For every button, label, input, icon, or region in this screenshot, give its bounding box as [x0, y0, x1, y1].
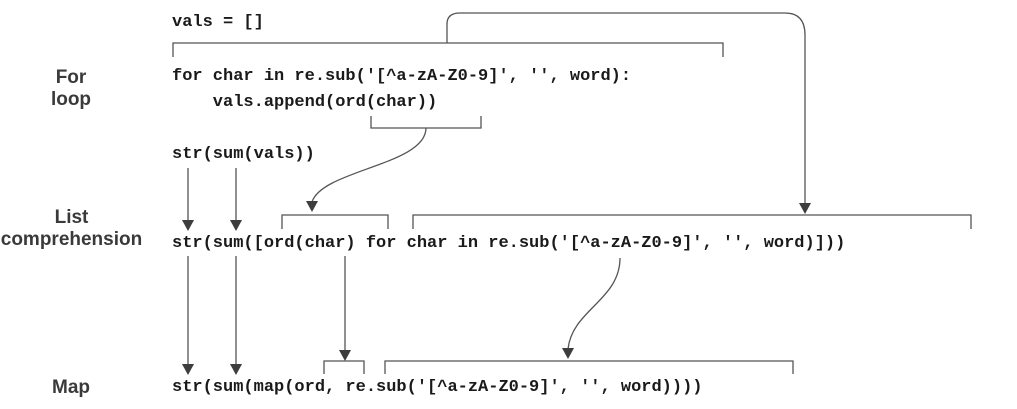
- code-for-body: vals.append(ord(char)): [172, 93, 438, 112]
- code-for-header: for char in re.sub('[^a-zA-Z0-9]', '', w…: [172, 67, 632, 86]
- code-map: str(sum(map(ord, re.sub('[^a-zA-Z0-9]', …: [172, 378, 703, 397]
- code-for-result: str(sum(vals)): [172, 145, 315, 164]
- bracket-for-iterable: [172, 42, 724, 57]
- row-label-for-loop-line2: loop: [50, 89, 92, 110]
- arrowhead-iterable: [799, 203, 811, 214]
- connector-iterable-to-map: [567, 257, 621, 350]
- row-label-list-comprehension-line1: List: [54, 207, 89, 228]
- arrowhead-sum-bottom: [230, 364, 242, 375]
- row-label-map: Map: [52, 377, 90, 398]
- bracket-ord-map: [323, 360, 365, 374]
- connector-iterable: [446, 12, 806, 204]
- arrowhead-str-top: [182, 220, 194, 231]
- arrowhead-ord-char: [306, 201, 318, 212]
- row-label-list-comprehension: List comprehension: [0, 207, 143, 251]
- bracket-ord-char-for: [370, 116, 482, 129]
- bracket-ord-char-lc: [281, 214, 389, 229]
- arrowhead-sum-top: [230, 220, 242, 231]
- row-label-for-loop-line1: For: [55, 67, 87, 88]
- arrowhead-iterable-to-map: [562, 348, 574, 359]
- row-label-for-loop: For loop: [42, 67, 100, 111]
- row-label-list-comprehension-line2: comprehension: [0, 229, 143, 250]
- code-list-comprehension: str(sum([ord(char) for char in re.sub('[…: [172, 234, 846, 253]
- code-vals-init: vals = []: [172, 13, 264, 32]
- bracket-iterable-map: [384, 360, 794, 374]
- bracket-iterable-lc: [412, 214, 972, 229]
- connector-ord-char: [311, 127, 427, 203]
- arrowhead-str-bottom: [182, 364, 194, 375]
- arrowhead-ord-to-map: [339, 350, 351, 361]
